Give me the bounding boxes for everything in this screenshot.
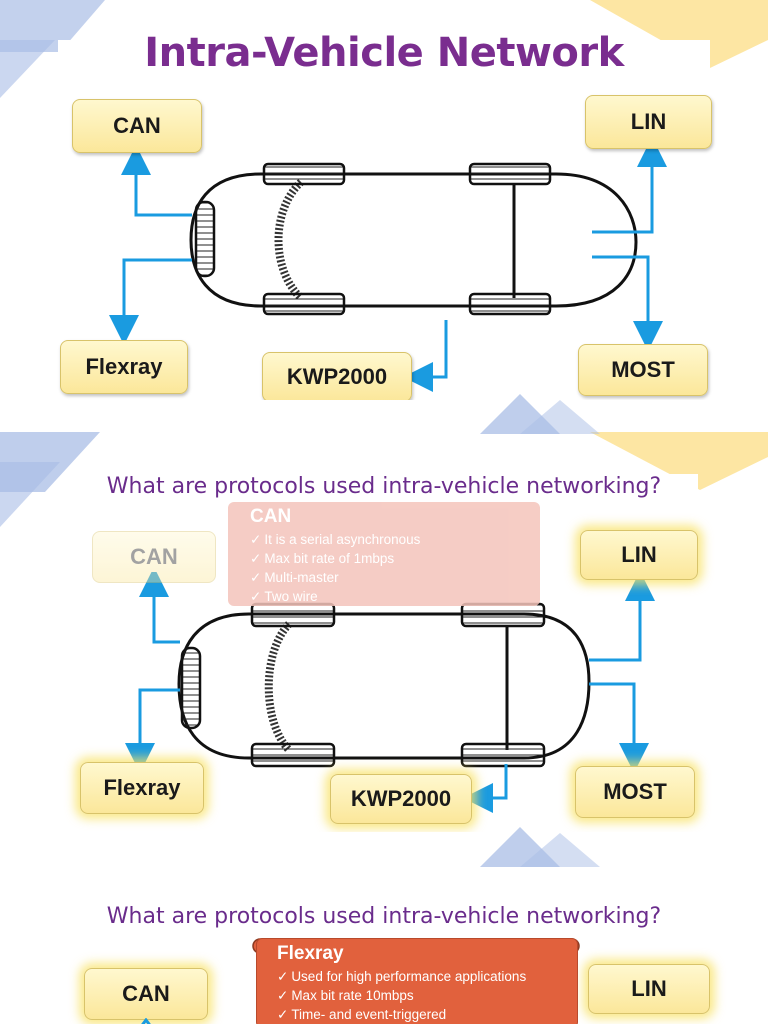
arrow-to-lin <box>589 572 655 662</box>
slide-protocols-flexray: What are protocols used intra-vehicle ne… <box>0 868 768 1024</box>
protocol-box-lin: LIN <box>580 530 698 580</box>
protocol-box-flexray: Flexray <box>80 762 204 814</box>
front-bumper <box>180 646 202 730</box>
flexray-info-card: Flexray Used for high performance applic… <box>256 938 578 1024</box>
info-points: Used for high performance applications M… <box>277 967 577 1024</box>
car-windshield <box>264 621 293 753</box>
protocol-box-most: MOST <box>575 766 695 818</box>
wheel-rear-bottom <box>468 292 552 316</box>
wheel-rear-top <box>468 162 552 186</box>
arrow-to-most <box>592 255 663 351</box>
protocol-box-flexray: Flexray <box>60 340 188 394</box>
arrow-to-can <box>141 1018 151 1024</box>
slide-title: What are protocols used intra-vehicle ne… <box>106 904 662 929</box>
info-point: Used for high performance applications <box>277 967 577 986</box>
decor-divider-2 <box>480 827 600 867</box>
wheel-front-bottom <box>250 742 336 768</box>
slide-title: What are protocols used intra-vehicle ne… <box>106 474 662 499</box>
wheel-rear-top <box>460 602 546 628</box>
arrow-to-kwp2000 <box>463 764 508 813</box>
decor-divider-1 <box>480 394 600 434</box>
slide-title: Intra-Vehicle Network <box>144 30 624 76</box>
info-heading: Flexray <box>277 943 344 964</box>
protocol-box-most: MOST <box>578 344 708 396</box>
car-body <box>177 612 591 760</box>
decor-mid-right <box>590 432 768 490</box>
decor-top-left <box>0 0 105 98</box>
car-body <box>189 172 638 308</box>
arrow-to-flexray <box>109 258 192 345</box>
info-points: It is a serial asynchronous Max bit rate… <box>250 530 540 606</box>
arrow-to-lin <box>592 137 667 234</box>
protocol-box-can: CAN <box>84 968 208 1020</box>
car-diagram <box>109 137 667 392</box>
arrow-to-can <box>139 572 180 644</box>
front-bumper <box>194 200 216 278</box>
protocol-box-lin: LIN <box>588 964 710 1014</box>
arrow-to-can <box>121 145 192 217</box>
arrow-to-kwp2000 <box>403 320 448 392</box>
decor-mid-left <box>0 432 100 527</box>
wheel-front-bottom <box>262 292 346 316</box>
protocol-box-can: CAN <box>72 99 202 153</box>
wheel-front-top <box>262 162 346 186</box>
info-point: Time- and event-triggered <box>277 1005 577 1024</box>
slide-intra-vehicle-network: Intra-Vehicle Network CAN LIN Flexray KW… <box>0 0 768 400</box>
info-heading: CAN <box>250 506 292 527</box>
protocol-box-lin: LIN <box>585 95 712 149</box>
info-point: Max bit rate 10mbps <box>277 986 577 1005</box>
info-point: Max bit rate of 1mbps <box>250 549 540 568</box>
protocol-box-kwp2000: KWP2000 <box>262 352 412 400</box>
info-point: Multi-master <box>250 568 540 587</box>
info-point: It is a serial asynchronous <box>250 530 540 549</box>
car-diagram <box>125 572 655 813</box>
decor-top-right <box>590 0 768 68</box>
arrow-to-flexray <box>125 688 180 773</box>
arrow-to-most <box>589 682 649 773</box>
slide-protocols-can: What are protocols used intra-vehicle ne… <box>0 432 768 832</box>
protocol-box-kwp2000: KWP2000 <box>330 774 472 824</box>
info-point: Two wire <box>250 587 540 606</box>
wheel-front-top <box>250 602 336 628</box>
protocol-box-can: CAN <box>92 531 216 583</box>
car-windshield <box>274 179 304 301</box>
can-info-card: CAN It is a serial asynchronous Max bit … <box>228 502 540 606</box>
wheel-rear-bottom <box>460 742 546 768</box>
